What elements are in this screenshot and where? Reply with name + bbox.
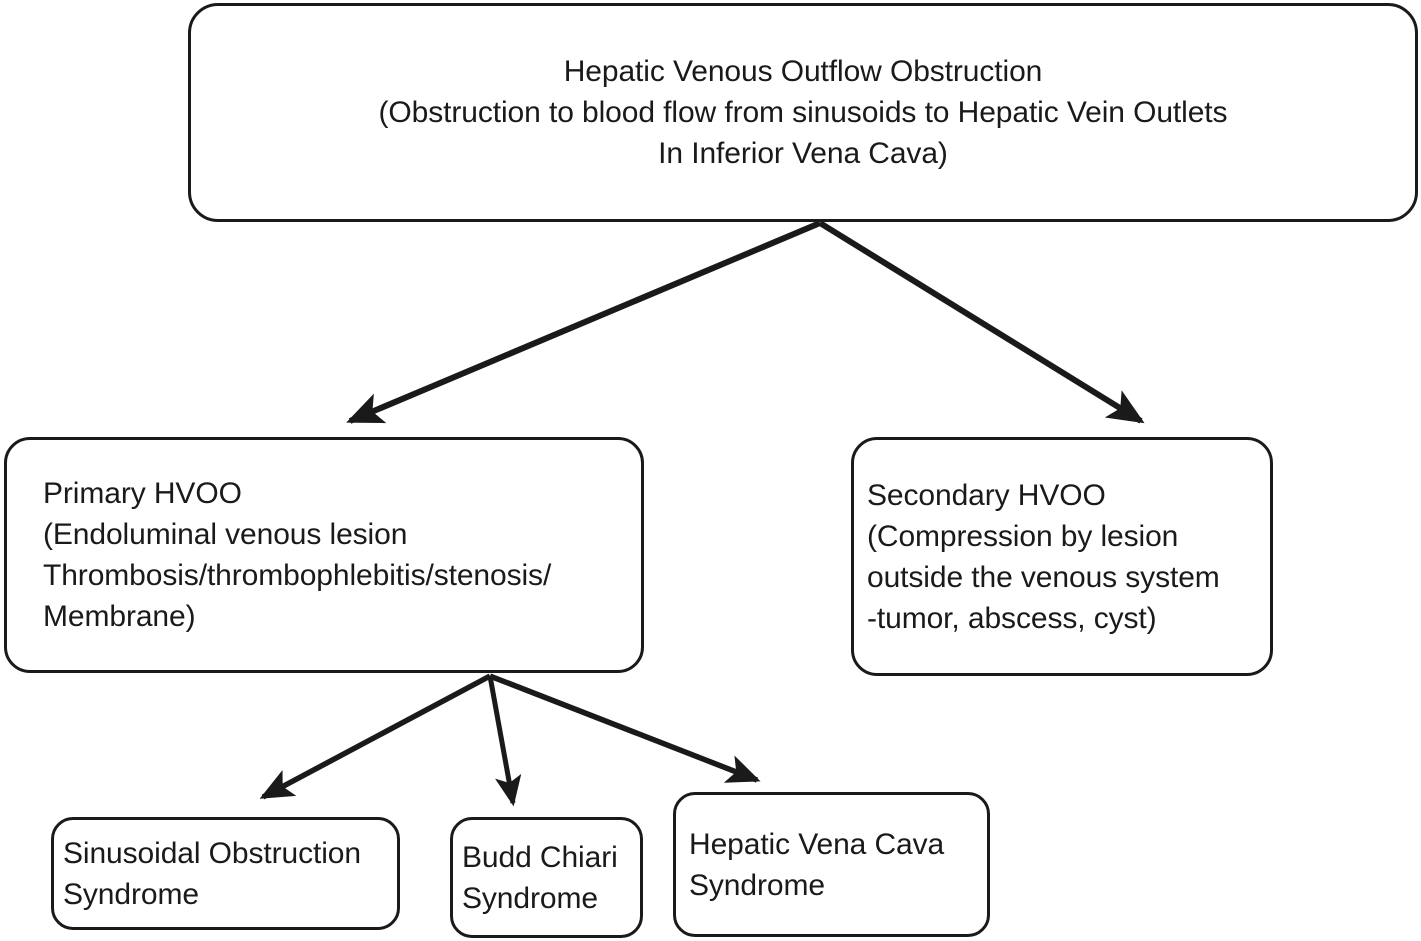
node-bcs-line-2: Syndrome xyxy=(462,881,598,915)
edge-root-to-primary xyxy=(346,220,822,424)
node-hvcs-line-2: Syndrome xyxy=(689,868,825,902)
node-primary-line-2: (Endoluminal venous lesion xyxy=(43,518,408,551)
edge-root-to-secondary xyxy=(818,220,1145,424)
node-secondary-line-3: outside the venous system xyxy=(867,560,1220,594)
node-sos-line-2: Syndrome xyxy=(63,877,199,911)
node-primary-hvoo[interactable]: Primary HVOO (Endoluminal venous lesion … xyxy=(4,437,644,673)
node-secondary-hvoo[interactable]: Secondary HVOO (Compression by lesion ou… xyxy=(851,437,1273,676)
node-primary-line-1: Primary HVOO xyxy=(43,477,242,510)
node-sos-line-1: Sinusoidal Obstruction xyxy=(63,836,361,870)
node-secondary-line-1: Secondary HVOO xyxy=(867,478,1106,512)
node-root-line-2: (Obstruction to blood flow from sinusoid… xyxy=(378,96,1228,129)
node-bcs-line-1: Budd Chiari xyxy=(462,840,618,874)
node-root-line-3: In Inferior Vena Cava) xyxy=(658,137,948,170)
node-budd-chiari-syndrome[interactable]: Budd Chiari Syndrome xyxy=(450,817,643,938)
node-primary-line-4: Membrane) xyxy=(43,600,196,633)
edge-primary-to-hvcs xyxy=(489,673,761,783)
node-sinusoidal-obstruction-syndrome[interactable]: Sinusoidal Obstruction Syndrome xyxy=(51,817,400,930)
node-hepatic-vena-cava-syndrome[interactable]: Hepatic Vena Cava Syndrome xyxy=(673,792,990,937)
node-secondary-line-4: -tumor, abscess, cyst) xyxy=(867,601,1157,635)
edge-primary-to-bcs xyxy=(487,675,522,807)
edge-primary-to-sos xyxy=(259,673,492,800)
node-hvcs-line-1: Hepatic Vena Cava xyxy=(689,827,945,861)
node-secondary-line-2: (Compression by lesion xyxy=(867,519,1179,553)
node-primary-line-3: Thrombosis/thrombophlebitis/stenosis/ xyxy=(43,559,552,592)
node-root-line-1: Hepatic Venous Outflow Obstruction xyxy=(563,55,1043,88)
node-hepatic-venous-outflow-obstruction[interactable]: Hepatic Venous Outflow Obstruction (Obst… xyxy=(188,3,1418,222)
